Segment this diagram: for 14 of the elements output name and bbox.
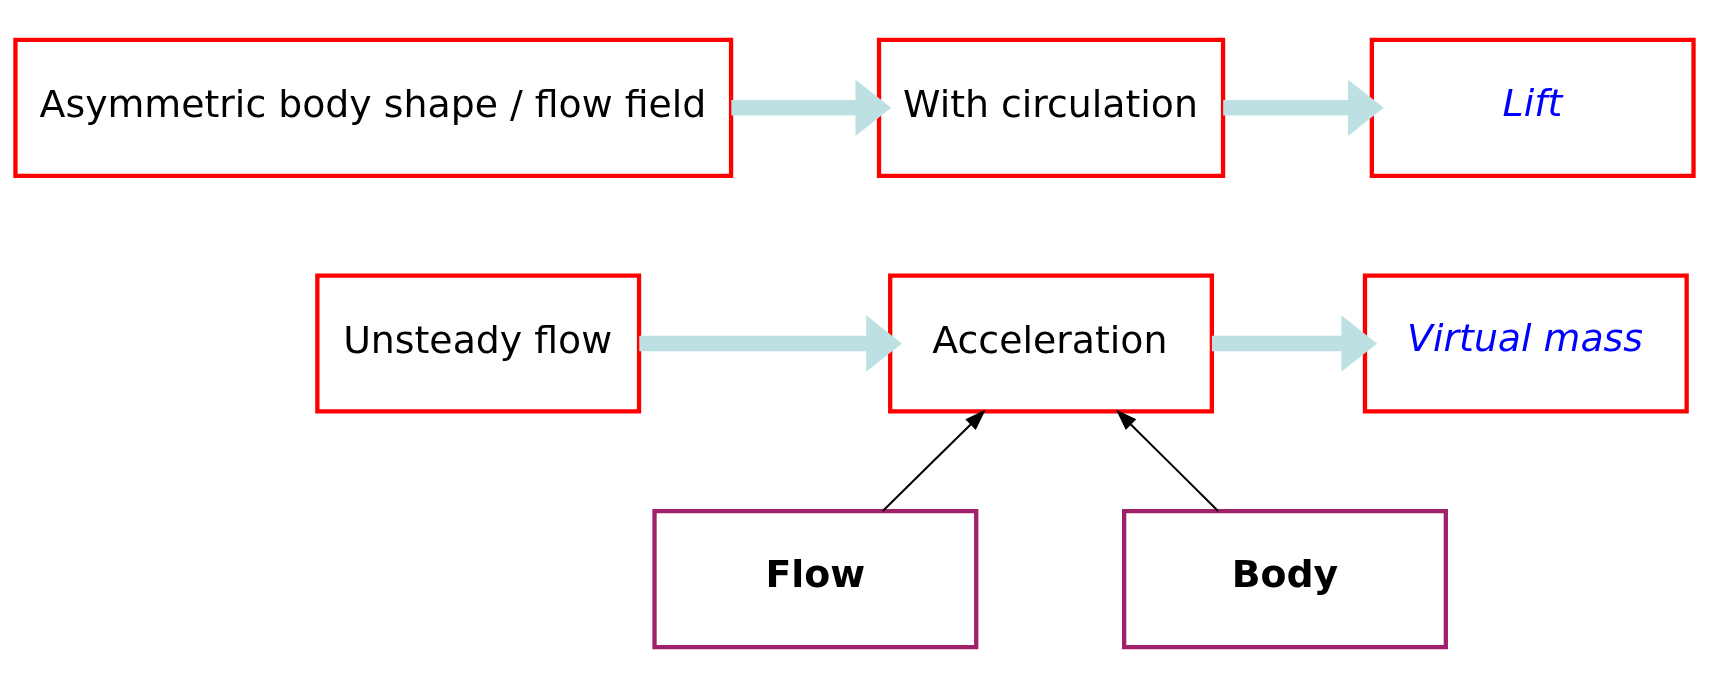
arrow — [1115, 409, 1219, 512]
node-box: Unsteady flow — [315, 272, 642, 414]
node-box: Acceleration — [888, 272, 1215, 414]
node-box: With circulation — [876, 37, 1226, 178]
arrow — [1223, 79, 1384, 136]
arrow — [882, 409, 986, 512]
node-box: Body — [1122, 508, 1448, 649]
arrow — [731, 79, 892, 136]
node-box: Asymmetric body shape / flow field — [13, 37, 734, 178]
arrow — [639, 314, 902, 372]
node-box: Flow — [652, 508, 979, 649]
node-box: Virtual mass — [1362, 272, 1689, 414]
node-box: Lift — [1369, 37, 1696, 178]
arrow — [1211, 314, 1378, 372]
